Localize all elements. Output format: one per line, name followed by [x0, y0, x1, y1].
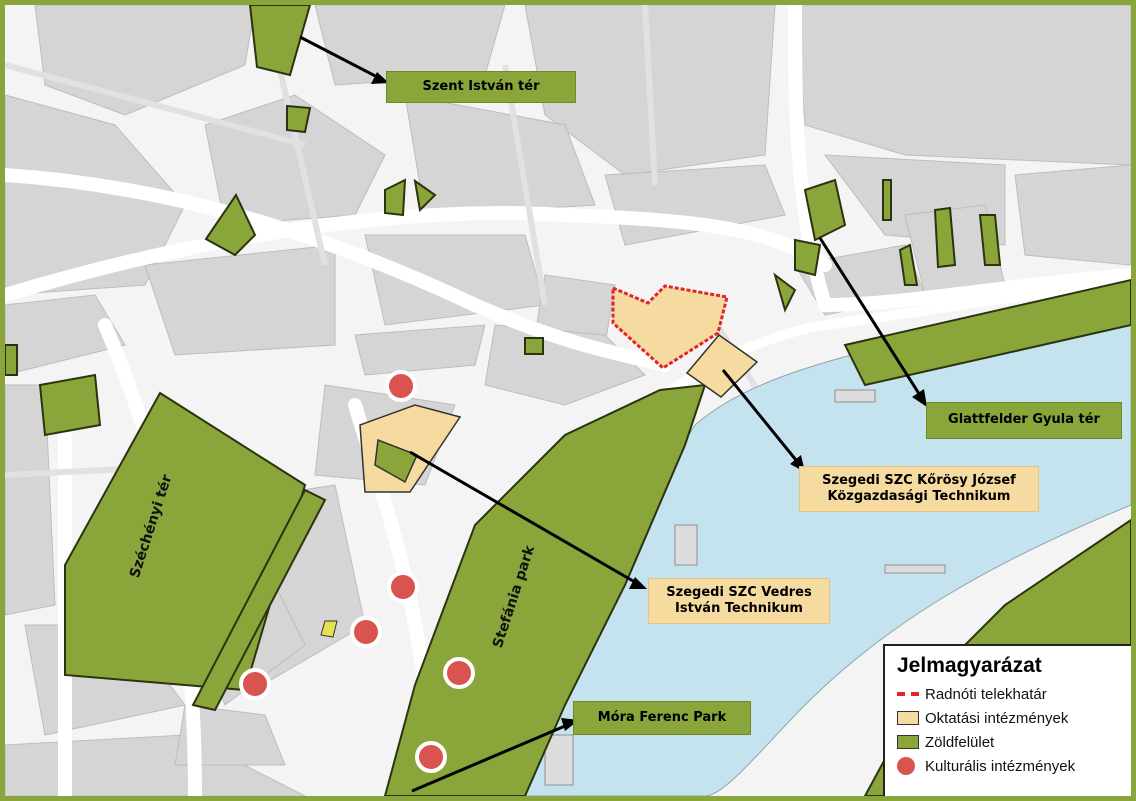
education-sites [320, 333, 759, 638]
radnoti-boundary [611, 284, 729, 370]
legend-item-culture: Kulturális intézmények [897, 754, 1119, 778]
legend-title: Jelmagyarázat [897, 654, 1042, 677]
label-mora-ferenc-park: Móra Ferenc Park [573, 701, 751, 735]
green-swatch [897, 735, 919, 749]
label-korosy-technikum: Szegedi SZC Kőrösy József Közgazdasági T… [799, 466, 1039, 512]
building-blocks [5, 5, 1131, 796]
education-swatch [897, 711, 919, 725]
map-legend: Jelmagyarázat Radnóti telekhatár Oktatás… [883, 644, 1131, 796]
culture-dot-icon [897, 757, 915, 775]
legend-item-label: Zöldfelület [925, 733, 995, 751]
culture-dots [239, 370, 475, 773]
boundary-swatch [897, 692, 919, 696]
pointer-arrows [299, 35, 925, 793]
label-glattfelder-gyula-ter: Glattfelder Gyula tér [926, 402, 1122, 439]
legend-item-label: Oktatási intézmények [925, 709, 1069, 727]
label-szent-istvan-ter: Szent István tér [386, 71, 576, 103]
legend-item-green: Zöldfelület [897, 730, 1119, 754]
piers [544, 389, 946, 786]
label-vedres-technikum: Szegedi SZC Vedres István Technikum [648, 578, 830, 624]
map-canvas [5, 5, 1131, 796]
legend-item-label: Kulturális intézmények [925, 757, 1076, 775]
legend-item-boundary: Radnóti telekhatár [897, 682, 1119, 706]
legend-item-education: Oktatási intézmények [897, 706, 1119, 730]
legend-item-label: Radnóti telekhatár [925, 685, 1047, 703]
